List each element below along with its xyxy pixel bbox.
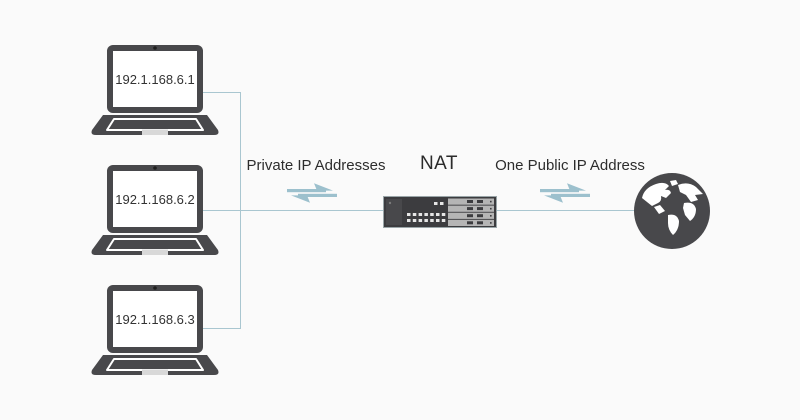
laptop-1: 192.1.168.6.1 [88, 42, 220, 136]
ip-address-3: 192.1.168.6.3 [115, 311, 195, 327]
internet-globe-icon [634, 173, 710, 249]
private-ip-label: Private IP Addresses [246, 157, 386, 174]
laptop-3: 192.1.168.6.3 [88, 282, 220, 376]
laptop-icon [91, 285, 219, 375]
laptop-2: 192.1.168.6.2 [88, 162, 220, 256]
nat-label: NAT [419, 153, 459, 174]
bidirectional-arrows-icon [540, 183, 590, 203]
bidirectional-arrows-icon [287, 183, 337, 203]
ip-address-1: 192.1.168.6.1 [115, 71, 195, 87]
public-ip-label: One Public IP Address [495, 157, 645, 174]
laptop-icon [91, 45, 219, 135]
ip-address-2: 192.1.168.6.2 [115, 191, 195, 207]
laptop-icon [91, 165, 219, 255]
nat-router-icon [383, 196, 497, 228]
